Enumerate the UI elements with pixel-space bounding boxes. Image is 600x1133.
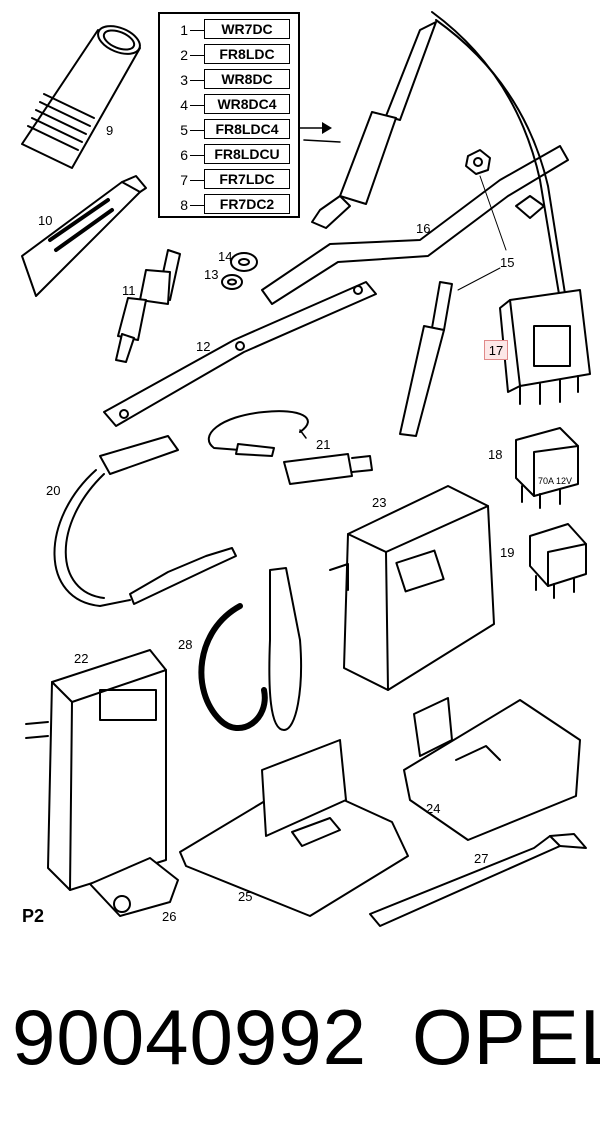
legend-code: FR8LDCU: [204, 144, 290, 164]
legend-number: 3: [180, 72, 188, 88]
legend-dash: [190, 205, 204, 206]
callout-16: 16: [416, 221, 431, 236]
legend-dash: [190, 30, 204, 31]
part-26-clip: [89, 857, 179, 917]
part-17-relay: [499, 289, 591, 405]
part-15-nut: [465, 149, 507, 251]
legend-row: 3 WR8DC: [160, 68, 300, 92]
part-spark-plug: [303, 11, 567, 301]
spark-plug-legend-table: 1 WR7DC 2 FR8LDC 3 WR8DC 4 WR8DC4 5 FR8L…: [158, 12, 300, 218]
part-13-14-nut-washer: [221, 252, 258, 290]
legend-number: 8: [180, 197, 188, 213]
legend-code: FR7LDC: [204, 169, 290, 189]
legend-code: FR8LDC4: [204, 119, 290, 139]
part-11-glow-plug: [115, 249, 181, 363]
callout-23: 23: [372, 495, 387, 510]
part-21-sensor: [207, 410, 373, 485]
legend-number: 7: [180, 172, 188, 188]
legend-row: 6 FR8LDCU: [160, 143, 300, 167]
relay-rating-label: 70A 12V: [538, 476, 572, 486]
legend-dash: [190, 55, 204, 56]
legend-number: 6: [180, 147, 188, 163]
part-12-busbar: [103, 281, 377, 427]
callout-12: 12: [196, 339, 211, 354]
callout-13: 13: [204, 267, 219, 282]
legend-dash: [190, 80, 204, 81]
callout-18: 18: [488, 447, 503, 462]
part-25-base-plate: [179, 739, 409, 917]
legend-row: 7 FR7LDC: [160, 168, 300, 192]
legend-row: 8 FR7DC2: [160, 193, 300, 217]
exploded-parts-diagram: 70A 12V: [21, 11, 591, 927]
page-reference: P2: [22, 906, 45, 926]
callout-27: 27: [474, 851, 489, 866]
callout-15: 15: [500, 255, 515, 270]
legend-number: 4: [180, 97, 188, 113]
legend-code: WR7DC: [204, 19, 290, 39]
part-22-control-unit: [25, 649, 167, 891]
legend-row: 1 WR7DC: [160, 18, 300, 42]
legend-dash: [190, 155, 204, 156]
legend-code: FR7DC2: [204, 194, 290, 214]
callout-9: 9: [106, 123, 114, 138]
callout-19: 19: [500, 545, 515, 560]
part-9-socket-tube: [21, 25, 141, 169]
brand-name: OPEL: [412, 993, 600, 1081]
legend-row: 5 FR8LDC4: [160, 118, 300, 142]
legend-code: WR8DC: [204, 69, 290, 89]
legend-number: 5: [180, 122, 188, 138]
callout-26: 26: [162, 909, 177, 924]
legend-number: 1: [180, 22, 188, 38]
callout-11: 11: [122, 283, 136, 298]
part-23-control-unit: [329, 485, 495, 691]
callout-21: 21: [316, 437, 331, 452]
legend-code: WR8DC4: [204, 94, 290, 114]
callout-20: 20: [46, 483, 61, 498]
part-strap: [268, 567, 303, 731]
legend-row: 4 WR8DC4: [160, 93, 300, 117]
legend-number: 2: [180, 47, 188, 63]
legend-dash: [190, 105, 204, 106]
part-24-tray: [403, 697, 581, 841]
legend-dash: [190, 130, 204, 131]
callout-10: 10: [38, 213, 53, 228]
callout-25: 25: [238, 889, 253, 904]
part-19-relay: [529, 523, 587, 599]
part-18-relay: 70A 12V: [515, 427, 579, 509]
callout-24: 24: [426, 801, 441, 816]
part-28-cable-tie: [198, 603, 268, 731]
part-27-long-cable-tie: [369, 833, 587, 927]
legend-row: 2 FR8LDC: [160, 43, 300, 67]
callout-28: 28: [178, 637, 193, 652]
part-number: 90040992: [12, 993, 368, 1081]
callout-22: 22: [74, 651, 89, 666]
part-20-wire-harness: [53, 435, 237, 607]
part-glow-plug-long: [399, 267, 501, 437]
part-10-compound-tube: [21, 175, 147, 297]
callout-17-highlighted: 17: [484, 340, 508, 360]
callout-14: 14: [218, 249, 233, 264]
part-16-bracket-rail: [261, 145, 569, 305]
legend-dash: [190, 180, 204, 181]
legend-code: FR8LDC: [204, 44, 290, 64]
